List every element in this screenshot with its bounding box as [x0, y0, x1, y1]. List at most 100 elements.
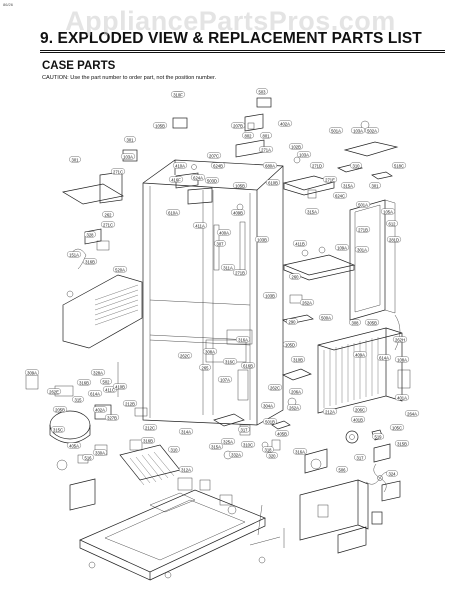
callout: 271B: [233, 269, 247, 276]
right-upper-parts: [282, 120, 399, 325]
callout: 614A: [88, 390, 102, 397]
callout-label: 262H: [395, 337, 405, 342]
callout-label: 308A: [205, 349, 215, 354]
callout-label: 105A: [383, 209, 393, 214]
callout: 402A: [278, 120, 292, 127]
callout: 105A: [381, 208, 395, 215]
callout: 500A: [319, 314, 333, 321]
callout-label: 624A: [193, 175, 203, 180]
callout: 262A: [287, 404, 301, 411]
callout-label: 520A: [115, 267, 125, 272]
callout-label: 400A: [219, 230, 229, 235]
callout-label: 105D: [285, 342, 295, 347]
callout: 316C: [223, 358, 237, 365]
callout: 328A: [91, 369, 105, 376]
callout: 310F: [171, 91, 185, 98]
callout-label: 301: [127, 137, 135, 142]
callout-label: 501A: [358, 202, 368, 207]
callout-label: 405A: [69, 443, 79, 448]
callout: 308: [349, 319, 361, 326]
callout-label: 317: [241, 427, 249, 432]
callout-label: 315B: [397, 441, 407, 446]
callout-label: 309A: [27, 370, 37, 375]
callout: 207B: [231, 122, 245, 129]
callout: 311A: [221, 264, 235, 271]
callout-label: 315A: [343, 183, 353, 188]
callout-label: 205B: [55, 407, 65, 412]
callout: 308A: [203, 348, 217, 355]
callout-label: 501B: [265, 419, 275, 424]
callout-label: 262A: [289, 405, 299, 410]
callout: 405A: [67, 442, 81, 449]
callout: 624B: [211, 162, 225, 169]
callout-label: 402A: [95, 407, 105, 412]
callout-label: 320: [269, 453, 277, 458]
callout-label: 281D: [389, 237, 399, 242]
callout-label: 260: [292, 274, 300, 279]
middle-lower-parts: [213, 368, 312, 460]
callout-label: 212A: [325, 409, 335, 414]
callout-label: 410B: [115, 384, 125, 389]
callout-label: 103A: [353, 128, 363, 133]
callout: 301: [69, 156, 81, 163]
callout: 501B: [263, 418, 277, 425]
callout-label: 212C: [145, 425, 155, 430]
callout-label: 212B: [125, 401, 135, 406]
callout: 205B: [53, 406, 67, 413]
callout: 802: [242, 132, 254, 139]
callout-label: 401B: [353, 417, 363, 422]
callout: 327B: [105, 414, 119, 421]
callout-label: 271D: [312, 163, 322, 168]
callout: 506: [336, 466, 348, 473]
callout-label: 614A: [90, 391, 100, 396]
callout: 301: [369, 182, 381, 189]
callout: 107A: [218, 376, 232, 383]
callout: 320: [266, 452, 278, 459]
callout: 103A: [351, 127, 365, 134]
callout-label: 108A: [397, 357, 407, 362]
callout: 411B: [293, 240, 307, 247]
callout: 519: [372, 433, 384, 440]
callout-label: 410A: [175, 163, 185, 168]
callout: 801: [260, 132, 272, 139]
callout: 260: [289, 273, 301, 280]
callout-label: 310: [353, 163, 361, 168]
callout: 503D: [205, 177, 219, 184]
callout-label: 315A: [307, 209, 317, 214]
callout: 410A: [173, 162, 187, 169]
callout: 402A: [93, 406, 107, 413]
callout: 271C: [111, 168, 125, 175]
callout: 614A: [377, 354, 391, 361]
callout: 316B: [83, 258, 97, 265]
callout-label: 519: [375, 434, 383, 439]
callout-label: 327B: [107, 415, 117, 420]
callout-label: 207B: [233, 123, 243, 128]
callout-label: 317: [357, 455, 365, 460]
callout: 315C: [51, 426, 65, 433]
callout-label: 500A: [321, 315, 331, 320]
callout-label: 315A: [211, 444, 221, 449]
callout-label: 310: [171, 447, 179, 452]
callout: 332A: [229, 451, 243, 458]
callout: 610B: [266, 179, 280, 186]
callout-label: 503D: [207, 178, 217, 183]
callout-label: 409B: [233, 210, 243, 215]
callout: 401B: [351, 416, 365, 423]
callout: 503: [256, 88, 268, 95]
callout-label: 325A: [223, 439, 233, 444]
callout: 520A: [113, 266, 127, 273]
callout-label: 103A: [299, 152, 309, 157]
callout-label: 206A: [291, 389, 301, 394]
callout-label: 409A: [355, 352, 365, 357]
callout: 309A: [25, 369, 39, 376]
callout: 409A: [353, 351, 367, 358]
callout-label: 265: [202, 365, 210, 370]
callout: 330A: [93, 449, 107, 456]
callout-label: 502: [103, 379, 111, 384]
callout-label: 616B: [243, 363, 253, 368]
callout: 324: [386, 470, 398, 477]
callout-label: 105B: [235, 183, 245, 188]
callout-label: 316A: [295, 449, 305, 454]
callout-label: 411C: [105, 387, 115, 392]
callout: 315: [72, 396, 84, 403]
